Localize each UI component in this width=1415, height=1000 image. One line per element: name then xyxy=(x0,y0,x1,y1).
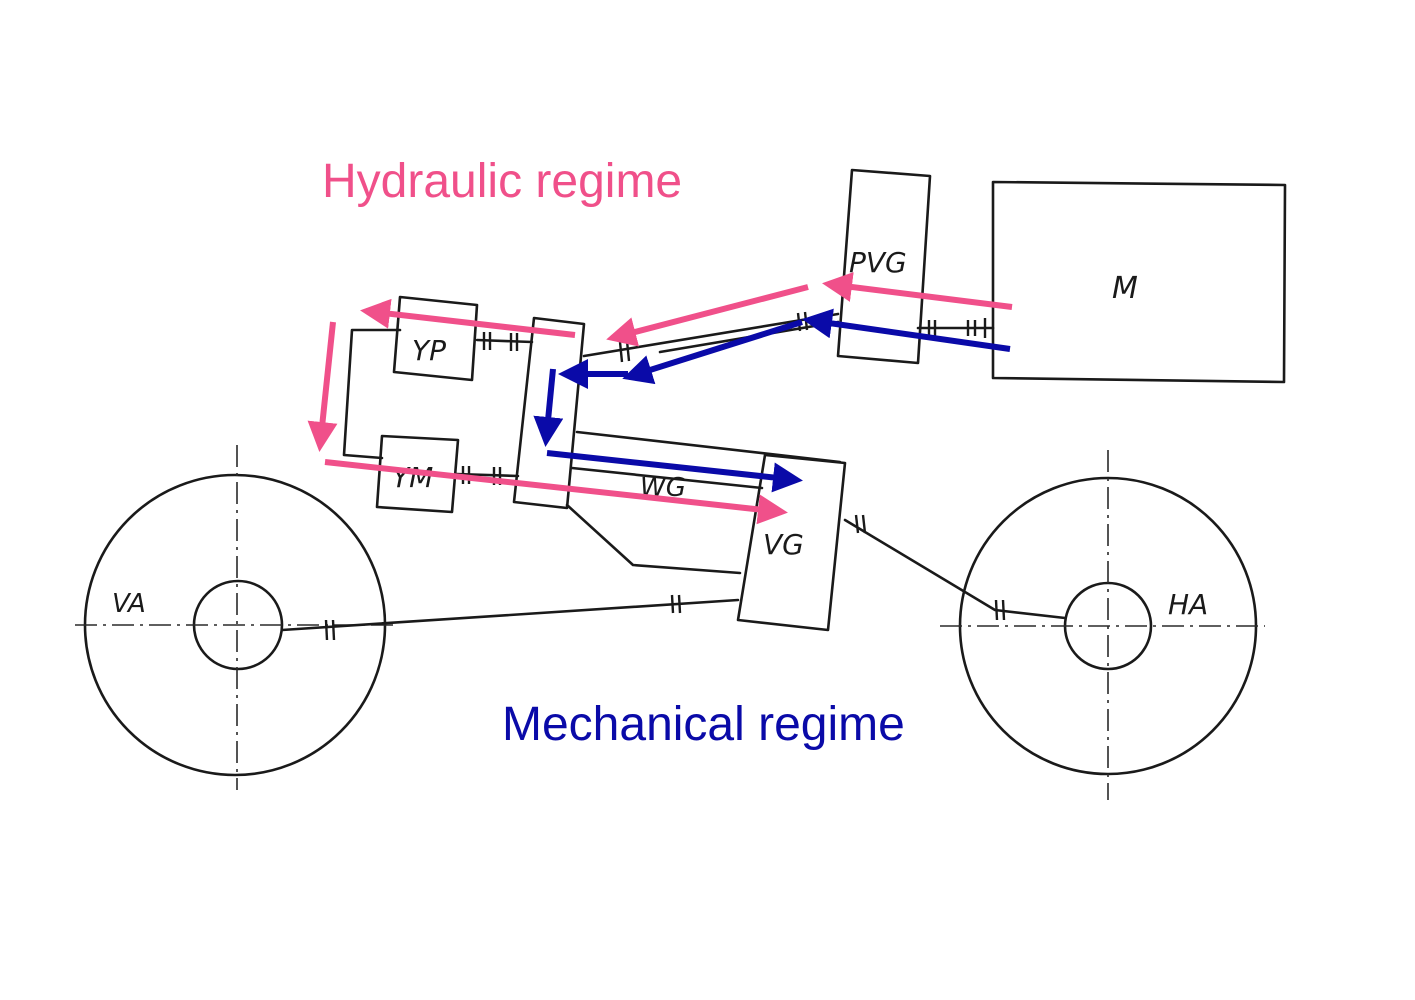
mechanical-flow-arrows xyxy=(533,308,1011,493)
mech-arrow-motor-to-pvg xyxy=(802,308,1011,352)
label-ym: YM xyxy=(392,461,433,494)
label-pvg: PVG xyxy=(849,246,907,279)
label-motor: M xyxy=(1112,271,1138,306)
central-gear-box xyxy=(512,316,586,510)
motor-box: M xyxy=(991,180,1287,384)
hyd-arrow-ym-to-vg xyxy=(324,459,788,525)
hydraulic-regime-label: Hydraulic regime xyxy=(322,155,682,208)
hydraulic-loop xyxy=(342,328,402,460)
label-ha: HA xyxy=(1168,588,1208,621)
mech-arrow-to-vg xyxy=(546,450,803,493)
front-wheel-va: VA xyxy=(75,445,395,790)
hyd-arrow-motor-to-pvg xyxy=(822,272,1013,310)
mech-arrow-central-down xyxy=(533,368,564,447)
rear-wheel-ha: HA xyxy=(940,450,1265,800)
vg-box: VG xyxy=(736,453,847,632)
hyd-arrow-loop-down xyxy=(307,321,338,452)
hyd-arrow-pvg-to-central xyxy=(606,284,809,347)
mechanical-regime-label: Mechanical regime xyxy=(502,698,905,751)
mech-arrow-pvg-to-central xyxy=(622,319,803,385)
hydraulic-flow-arrows xyxy=(307,272,1013,525)
hyd-arrow-central-to-yp xyxy=(360,298,576,338)
label-vg: VG xyxy=(763,528,804,561)
label-yp: YP xyxy=(412,334,446,367)
ym-box: YM xyxy=(375,434,460,514)
label-va: VA xyxy=(112,589,146,619)
yp-box: YP xyxy=(392,295,479,382)
